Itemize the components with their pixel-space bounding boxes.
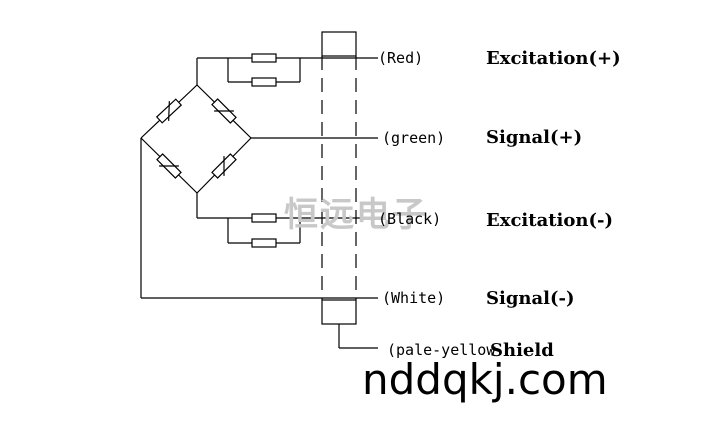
wire-color-black: (Black) [378, 210, 441, 228]
wheatstone-bridge [140, 84, 252, 194]
top-resistor-2 [251, 77, 277, 87]
bottom-resistor-1 [251, 213, 277, 223]
strain-gauge-top-left [155, 98, 183, 124]
strain-gauge-top-right [211, 98, 237, 124]
cable-top-box [321, 31, 357, 57]
strain-gauge-bottom-right [211, 153, 237, 179]
label-signal-plus: Signal(+) [486, 127, 582, 148]
bottom-branch [196, 193, 378, 248]
wire-color-pale-yellow: (pale-yellow [387, 341, 496, 359]
strain-gauge-bottom-left [156, 153, 182, 179]
signal-minus-wire [140, 138, 378, 299]
label-shield: Shield [490, 340, 554, 361]
top-branch [196, 53, 378, 87]
label-signal-minus: Signal(-) [486, 288, 575, 309]
bottom-resistor-2 [251, 238, 277, 248]
wire-color-green: (green) [382, 129, 445, 147]
wire-color-red: (Red) [378, 49, 423, 67]
label-excitation-plus: Excitation(+) [486, 48, 621, 69]
watermark-chinese: 恒远电子 [284, 195, 428, 235]
wire-color-white: (White) [382, 289, 445, 307]
watermark-url: nddqkj.com [362, 355, 608, 404]
cable-sheath [321, 31, 378, 349]
label-excitation-minus: Excitation(-) [486, 210, 613, 231]
top-resistor-1 [251, 53, 277, 63]
cable-bottom-box [321, 299, 357, 325]
